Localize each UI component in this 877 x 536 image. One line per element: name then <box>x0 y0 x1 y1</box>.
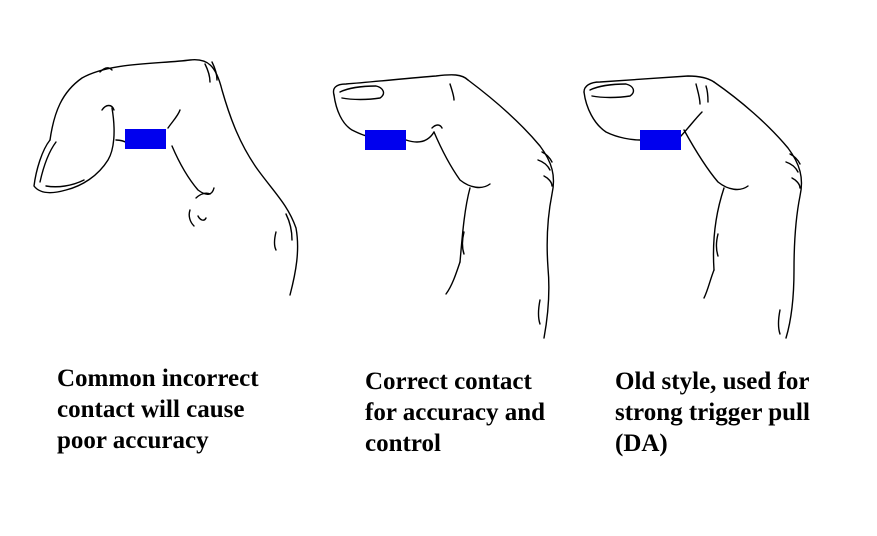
caption-old-style-line-2: strong trigger pull <box>615 399 810 426</box>
finger-incorrect <box>33 59 299 296</box>
caption-incorrect-line-3: poor accuracy <box>57 427 209 454</box>
caption-incorrect: Common incorrect contact will cause poor… <box>57 363 259 456</box>
caption-old-style: Old style, used for strong trigger pull … <box>615 366 810 459</box>
caption-old-style-line-3: (DA) <box>615 430 668 457</box>
caption-incorrect-line-2: contact will cause <box>57 396 245 423</box>
finger-correct <box>332 74 555 339</box>
caption-correct: Correct contact for accuracy and control <box>365 366 545 459</box>
caption-correct-line-2: for accuracy and <box>365 399 546 426</box>
contact-marker-old-style <box>640 130 681 150</box>
finger-old-style <box>583 75 803 339</box>
contact-marker-correct <box>365 130 406 150</box>
caption-correct-line-1: Correct contact <box>365 368 532 395</box>
contact-marker-incorrect <box>125 129 166 149</box>
caption-old-style-line-1: Old style, used for <box>615 368 810 395</box>
caption-correct-line-3: control <box>365 430 441 457</box>
caption-incorrect-line-1: Common incorrect <box>57 365 259 392</box>
